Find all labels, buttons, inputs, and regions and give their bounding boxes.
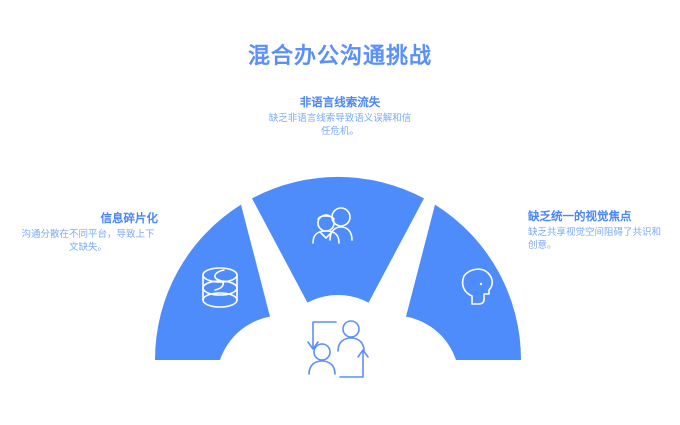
fan-segment-right[interactable] xyxy=(406,204,522,360)
callout-left-heading: 信息碎片化 xyxy=(100,213,159,225)
center-hub xyxy=(273,295,403,425)
callout-top[interactable]: 非语言线索流失 缺乏非语言线索导致语义误解和信任危机。 xyxy=(268,96,412,138)
callout-top-body: 缺乏非语言线索导致语义误解和信任危机。 xyxy=(268,113,412,137)
callout-right[interactable]: 缺乏统一的视觉焦点 缺乏共享视觉空间阻碍了共识和创意。 xyxy=(528,210,664,252)
head-profile-icon xyxy=(461,268,494,305)
users-group-icon xyxy=(312,207,353,244)
people-exchange-icon xyxy=(307,320,369,378)
page-title: 混合办公沟通挑战 xyxy=(247,43,432,68)
callout-right-heading: 缺乏统一的视觉焦点 xyxy=(528,211,632,223)
callout-right-body: 缺乏共享视觉空间阻碍了共识和创意。 xyxy=(528,227,662,251)
callout-left[interactable]: 信息碎片化 沟通分散在不同平台，导致上下文缺失。 xyxy=(18,212,158,254)
database-icon xyxy=(202,267,238,308)
callout-top-heading: 非语言线索流失 xyxy=(299,97,381,109)
callout-left-body: 沟通分散在不同平台，导致上下文缺失。 xyxy=(21,229,155,253)
